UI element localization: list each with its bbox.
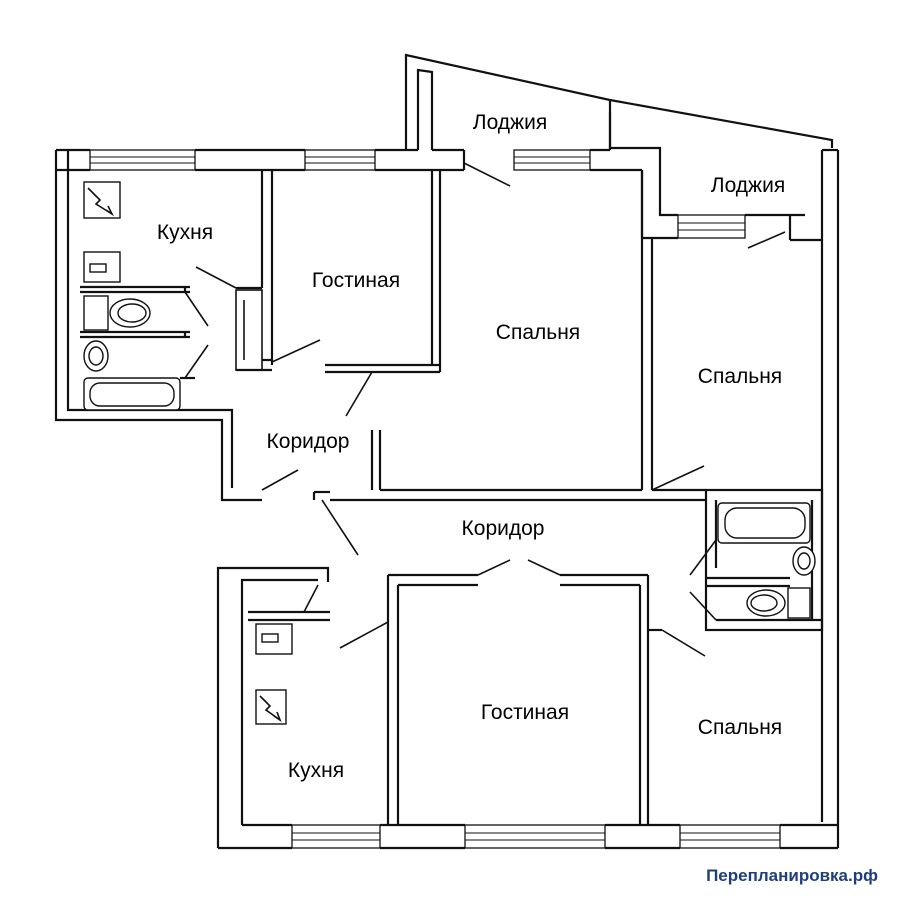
room-label-corridor-left: Коридор [267,430,350,453]
room-label-loggia-left: Лоджия [473,111,547,134]
room-label-loggia-right: Лоджия [711,174,785,197]
sink-bottom-icon [255,623,293,655]
bathtub-right-icon [717,502,811,544]
stove-icon [83,181,121,219]
room-label-bedroom-center: Спальня [496,321,580,344]
toilet-icon [83,295,151,331]
room-label-bedroom-right-bottom: Спальня [698,716,782,739]
watermark: Перепланировка.рф [706,866,878,885]
room-label-living-top: Гостиная [312,269,400,292]
bathtub-icon [83,377,181,411]
room-label-living-bottom: Гостиная [481,701,569,724]
doors [184,162,786,657]
washbasin-icon [83,340,109,372]
room-label-bedroom-right-top: Спальня [698,365,782,388]
interior-walls [80,170,824,825]
toilet-right-icon [746,587,811,619]
windows [89,149,781,849]
washbasin-right-icon [792,546,816,576]
room-label-kitchen-bottom: Кухня [288,759,344,782]
fixtures [83,181,816,725]
room-label-kitchen-top: Кухня [157,221,213,244]
room-labels: Кухня Гостиная Лоджия Лоджия Спальня Спа… [157,111,785,782]
room-label-corridor-center: Коридор [462,517,545,540]
sink-icon [83,251,121,283]
stove-bottom-icon [255,689,287,725]
